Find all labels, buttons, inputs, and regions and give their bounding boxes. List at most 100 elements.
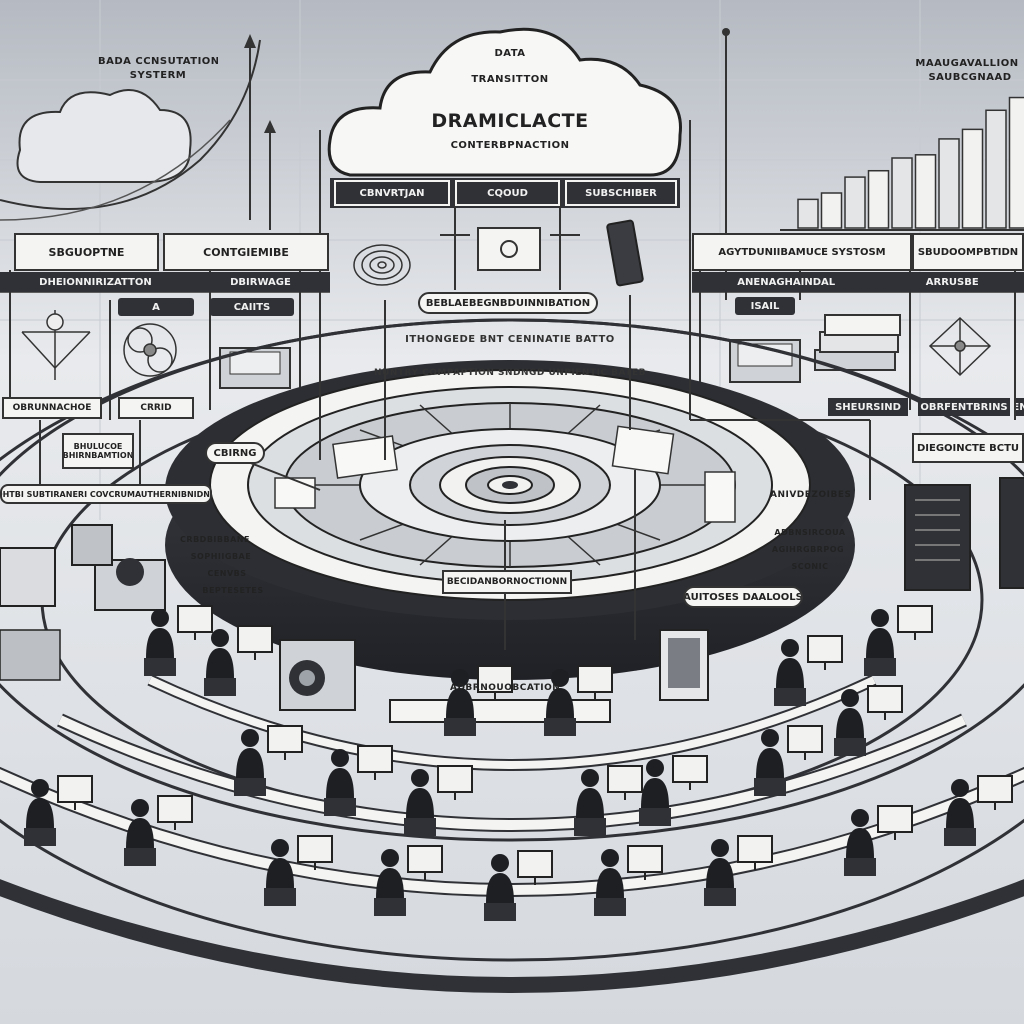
operator-chair [124,848,156,866]
screen-icon [477,227,541,271]
operator-chair [639,808,671,826]
monitor-screen [237,625,273,653]
operator-chair [864,658,896,676]
operator-body [641,778,669,808]
operator-chair [574,818,606,836]
operator-chair [484,903,516,921]
monitor-screen [607,765,643,793]
monitor-screen [672,755,708,783]
operator-body [266,858,294,888]
operator-head [581,769,599,787]
machine-left [279,639,356,711]
monitor-screen [357,745,393,773]
operator-head [271,839,289,857]
center-banner: BEBLAEBEGNBDUINNIBATION [418,292,598,314]
operator-head [381,849,399,867]
operator-chair [594,898,626,916]
operator-head [871,609,889,627]
right-device-icon [729,339,801,383]
left-knot-icon [123,323,177,377]
left-ring-text-1: CRBDBIBBANE [180,535,250,544]
callout-cbirng: CBIRNG [205,442,265,464]
right-bar: ANENAGHAINDAL ARRUSBE [692,272,1024,292]
tab-cbnvrtjan[interactable]: CBNVRTJAN [334,180,450,206]
right-bottom-tag-2: OBRFENTBRINS [918,398,1010,416]
left-bar: DHEIONNIRIZATTON DBIRWAGE [0,272,330,292]
operator-chair [834,738,866,756]
right-tag-isail: ISAIL [735,297,795,315]
operator-body [546,688,574,718]
operator-body [846,828,874,858]
operator-head [951,779,969,797]
operator-chair [234,778,266,796]
operator-head [601,849,619,867]
operator-head [761,729,779,747]
top-left-title-line1: BADA CCNSUTATION [98,56,218,67]
right-ring-text-3: SCONIC [791,562,829,571]
monitor-screen [267,725,303,753]
left-tag-caiits: CAIITS [210,298,294,316]
operator-head [411,769,429,787]
left-bar-label-1: DHEIONNIRIZATTON [39,276,152,288]
operator-body [206,648,234,678]
monitor-screen [437,765,473,793]
bar-7 [938,138,960,229]
operator-head [151,609,169,627]
tab-subschiber[interactable]: SUBSCHIBER [565,180,677,206]
bar-2 [820,192,843,229]
operator-head [851,809,869,827]
operator-chair [374,898,406,916]
bar-4 [867,169,890,229]
operator-chair [754,778,786,796]
monitor-screen [577,665,613,693]
operator-body [26,798,54,828]
left-bottom-tag-1: OBRUNNACHOE [2,397,102,419]
top-left-title-line2: SYSTERM [129,70,187,81]
left-node-diagram [21,310,91,380]
right-network-icon [928,316,992,377]
monitor-screen [867,685,903,713]
platform-documents [274,425,736,523]
right-header-2: SBUDOOMPBTIDN [912,233,1024,271]
operator-chair [144,658,176,676]
center-table [389,699,611,723]
operator-body [706,858,734,888]
server-rack-edge [999,477,1024,589]
bar-10 [1008,96,1024,229]
ring-bottom-label: BECIDANBORNOCTIONN [442,570,572,594]
ring-inner-label: NUNTRY COMPAPTION SNDNGD UNPIENTIC BATEB [374,368,646,378]
operator-chair [704,888,736,906]
right-header-1: AGYTDUNIIBAMUCE SYSTOSM [692,233,912,271]
callout-left-box: BHULUCOE BHIRNBAMTION [62,433,134,469]
operator-head [131,799,149,817]
left-bottom-tag-2: CRRID [118,397,194,419]
callout-left-box-line1: BHULUCOE [73,442,123,451]
left-bar-label-2: DBIRWAGE [230,276,291,288]
operator-head [31,779,49,797]
operator-body [576,788,604,818]
operator-body [486,873,514,903]
callout-left-box-line2: BHIRNBAMTION [62,451,134,460]
operator-chair [774,688,806,706]
operator-chair [324,798,356,816]
cloud-line1: DATA [494,48,526,59]
operator-body [446,688,474,718]
operator-chair [404,818,436,836]
server-rack-right [904,484,971,591]
bar-6 [914,154,937,229]
ring-outer-label: ITHONGEDE BNT CENINATIE BATTO [405,334,615,345]
monitor-screen [877,805,913,833]
operator-head [331,749,349,767]
operator-chair [264,888,296,906]
operator-body [946,798,974,828]
right-ring-label: ANIVDEZOIBES [770,490,850,500]
server-rack-center [659,629,709,701]
operator-body [406,788,434,818]
right-ring-text-2: AGIHRGBRPOG [771,545,845,554]
top-right-title-line1: MAAUGAVALLION [915,58,1019,69]
operator-head [241,729,259,747]
tab-cqoud[interactable]: CQOUD [455,180,560,206]
left-header-2: CONTGIEMIBE [163,233,329,271]
